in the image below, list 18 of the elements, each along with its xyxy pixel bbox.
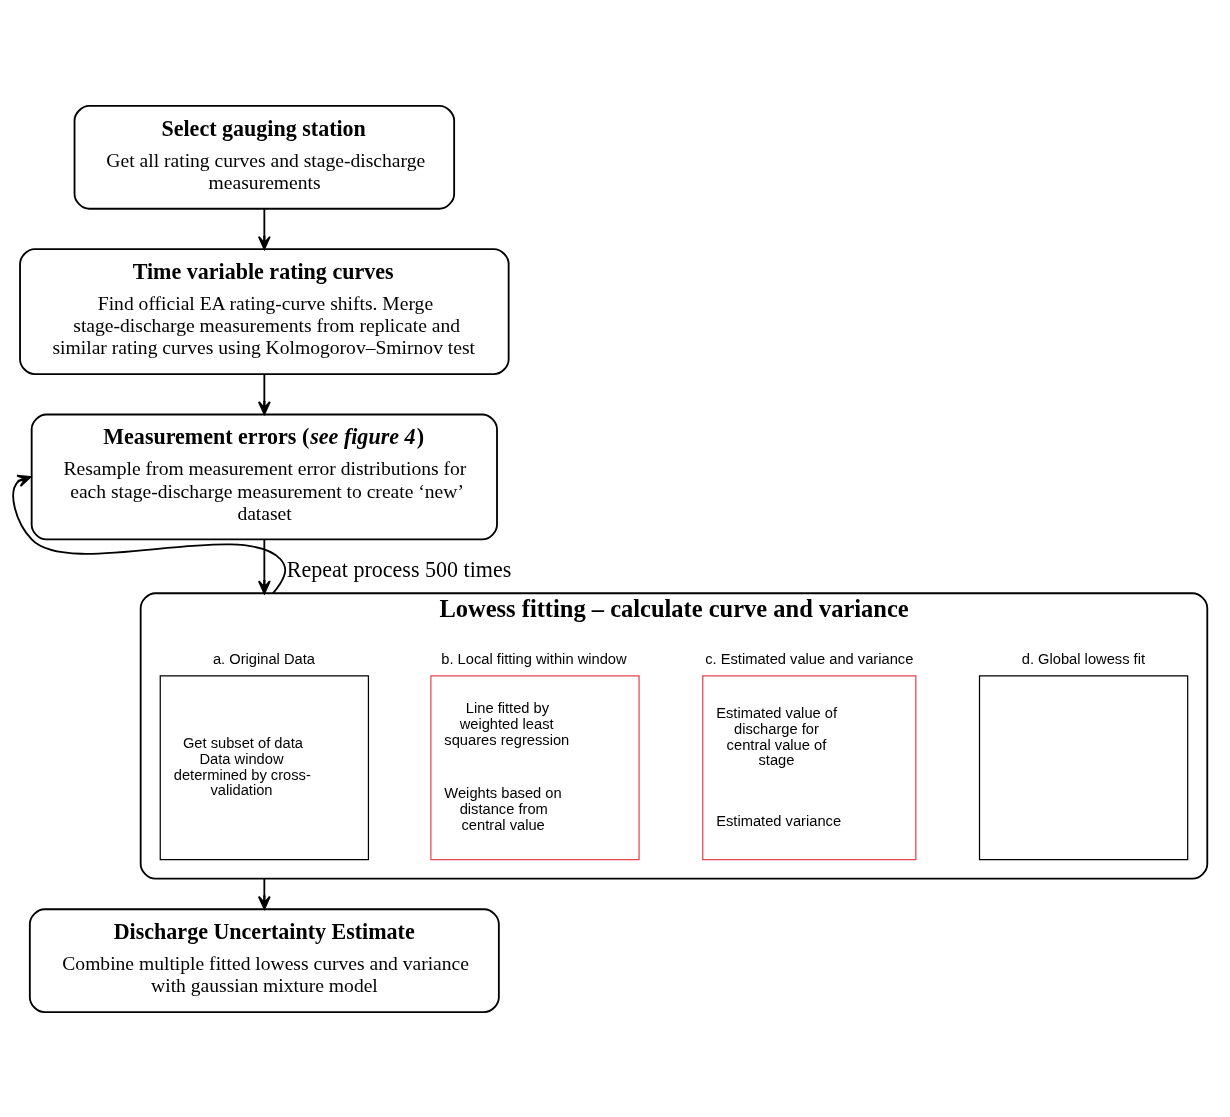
node-box: Estimated value of discharge for central value of stage Estimated variance [702, 674, 917, 860]
node-box: Time variable rating curves Find official EA rating-curve shifts. Merge stage-discharge measurements from replicate and similar rating curves using Kolmogorov–Smirnov test [19, 247, 510, 375]
node-label: a. Original Data [212, 650, 315, 667]
node-box: Discharge Uncertainty Estimate Combine multiple fitted lowess curves and variance with gaussian mixture model [28, 907, 500, 1013]
node-box [978, 674, 1189, 860]
node-box: Get subset of data Data window determined by cross- validation [159, 674, 370, 860]
edge-label: Repeat process 500 times [286, 556, 512, 582]
node-box: Measurement errors (see figure 4) Resample from measurement error distributions for each stage-discharge measurement to create ‘new’ dataset [30, 413, 498, 540]
node-label: c. Estimated value and variance [705, 650, 914, 667]
node-box: Select gauging station Get all rating curves and stage-discharge measurements [73, 104, 456, 210]
node-label: d. Global lowess fit [1021, 650, 1146, 667]
arrow [257, 207, 271, 250]
arrow [257, 877, 271, 910]
arrow [257, 538, 271, 594]
arrow [12, 474, 287, 594]
node-box: Line fitted by weighted least squares regression Weights based on distance from central value [430, 674, 640, 860]
node-label: b. Local fitting within window [441, 650, 627, 667]
arrow [257, 373, 271, 415]
